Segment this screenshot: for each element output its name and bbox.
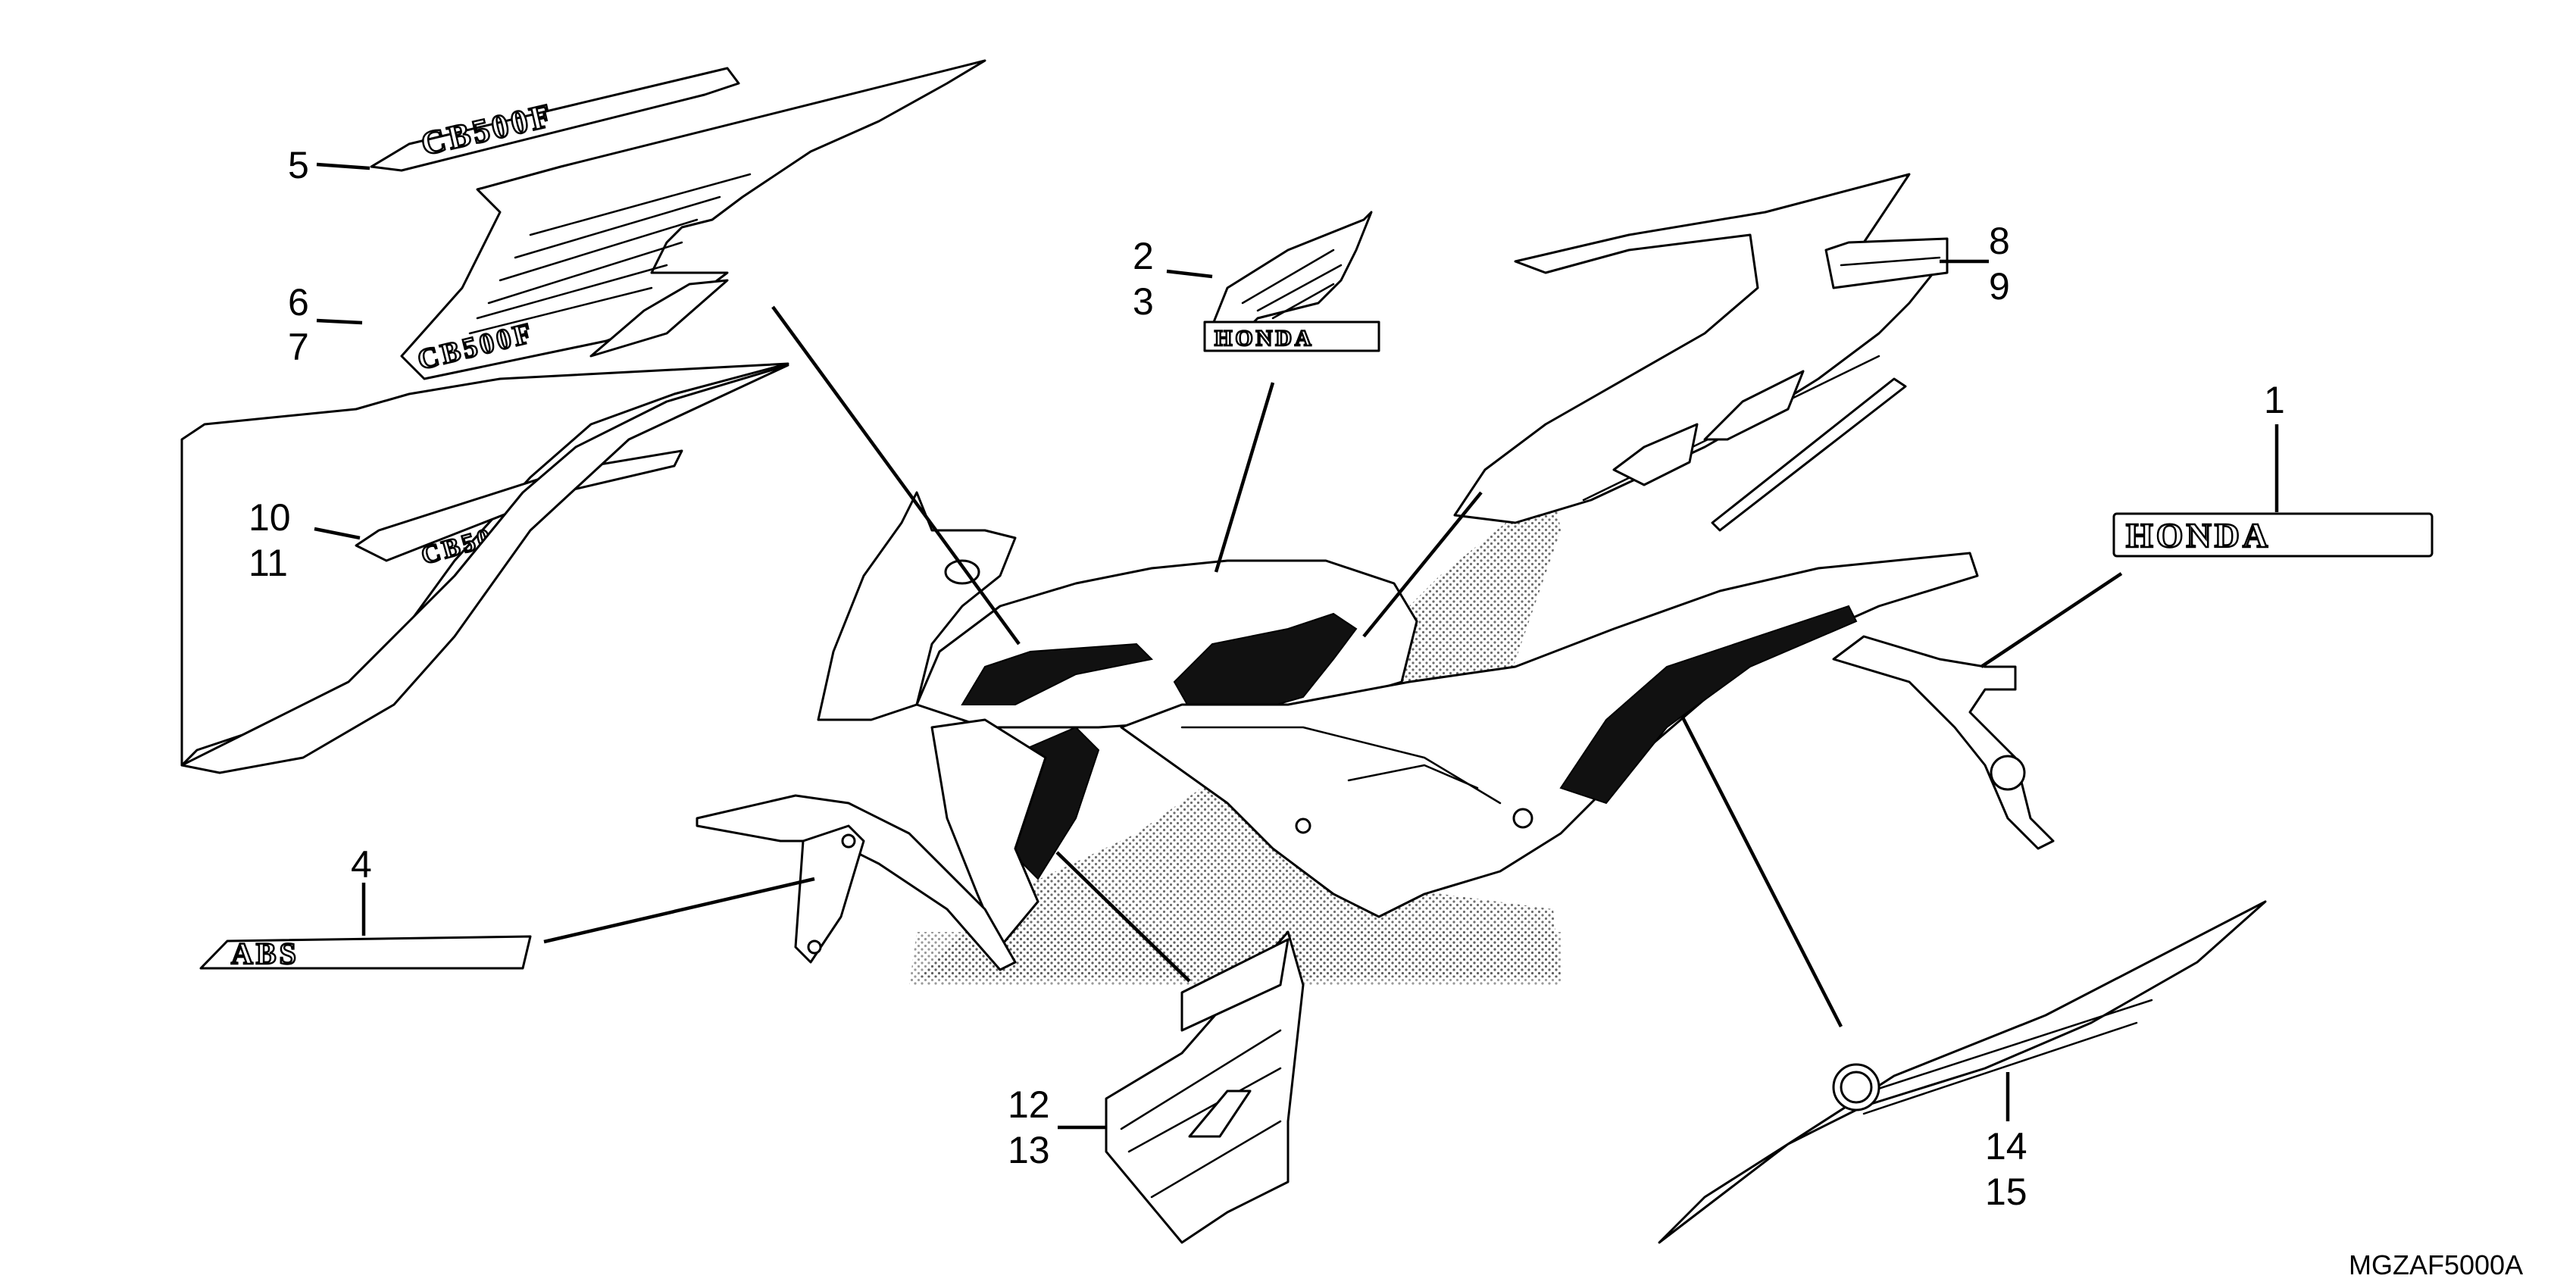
part-12-13-fairing-decal xyxy=(1105,930,1305,1244)
part-1-honda-emblem: HONDA xyxy=(2112,512,2434,558)
callout-12: 12 xyxy=(1008,1083,1050,1126)
diagram-code: MGZAF5000A xyxy=(2349,1249,2523,1280)
callout-11: 11 xyxy=(249,542,288,584)
part-2-3-wing-emblem: HONDA xyxy=(1203,211,1380,352)
leader-lines xyxy=(314,162,2279,1130)
callout-2: 2 xyxy=(1133,235,1154,277)
callout-5: 5 xyxy=(288,144,309,186)
tank-decal-black xyxy=(961,642,1154,705)
part-4-abs-emblem: ABS xyxy=(199,935,532,971)
cb500f-emblem-5: CB500F xyxy=(417,96,557,163)
part-14-15-side-stripe xyxy=(1658,900,2267,1244)
motorcycle-body xyxy=(696,491,2055,971)
tail-bracket xyxy=(1832,635,2055,850)
callout-9: 9 xyxy=(1989,265,2010,308)
callout-7: 7 xyxy=(288,326,309,368)
abs-text: ABS xyxy=(231,936,299,971)
part-6-7-tank-stripe: CB500F xyxy=(400,59,986,380)
callout-10: 10 xyxy=(249,496,291,539)
front-cowl xyxy=(817,491,1017,721)
callout-13: 13 xyxy=(1008,1129,1050,1171)
callout-15: 15 xyxy=(1985,1171,2027,1213)
callout-1: 1 xyxy=(2264,379,2285,421)
front-fender xyxy=(696,794,1017,971)
part-8-9-tail-stripe xyxy=(1453,173,1949,532)
callout-8: 8 xyxy=(1989,220,2010,262)
rear-decal-black xyxy=(1559,605,1858,805)
callout-4: 4 xyxy=(351,843,372,886)
lower-fairing xyxy=(930,718,1047,949)
callout-numbers: 5 6 7 10 11 2 3 8 9 1 4 12 13 14 15 xyxy=(249,144,2285,1213)
honda-wing-text: HONDA xyxy=(1215,326,1315,351)
callout-6: 6 xyxy=(288,281,309,324)
callout-14: 14 xyxy=(1985,1125,2027,1168)
honda-large-text: HONDA xyxy=(2126,516,2271,555)
callout-3: 3 xyxy=(1133,280,1154,323)
